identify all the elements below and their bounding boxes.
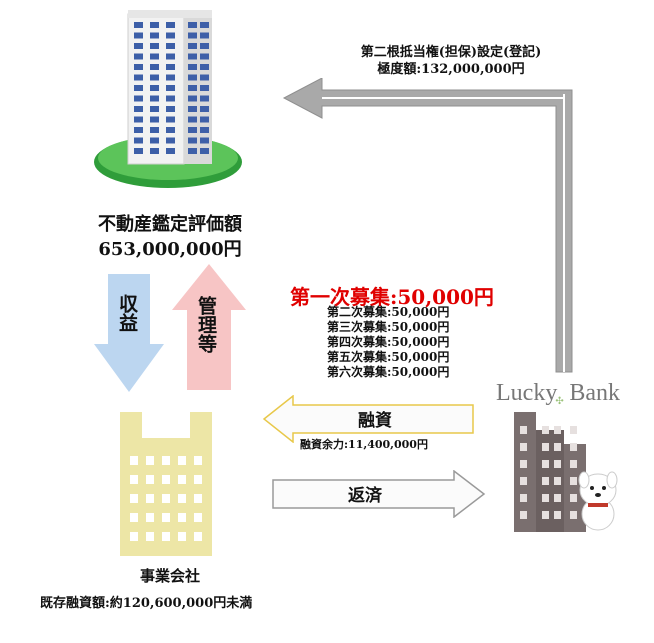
clover-icon: ✣ bbox=[555, 396, 564, 407]
recruitment-item: 第五次募集:50,000円 bbox=[327, 350, 450, 364]
financing-label: 融資 bbox=[358, 411, 392, 431]
financing-arrow bbox=[263, 395, 475, 443]
income-arrow bbox=[94, 274, 164, 394]
mortgage-arrow bbox=[282, 78, 586, 374]
recruitment-item: 第四次募集:50,000円 bbox=[327, 335, 450, 349]
second-mortgage-line2: 極度額:132,000,000円 bbox=[377, 62, 525, 77]
bank-name-part2: Bank bbox=[569, 380, 620, 406]
property-value: 653,000,000円 bbox=[98, 239, 242, 260]
management-arrow bbox=[172, 264, 246, 392]
dog-mascot-icon bbox=[576, 470, 620, 532]
property-building-illustration bbox=[88, 4, 248, 204]
second-mortgage-line1: 第二根抵当権(担保)設定(登記) bbox=[360, 45, 542, 60]
bank-name-part1: Lucky bbox=[496, 380, 558, 406]
repayment-arrow bbox=[272, 470, 486, 518]
company-existing-loan: 既存融資額:約120,600,000円未満 bbox=[40, 596, 253, 611]
repayment-label: 返済 bbox=[348, 486, 382, 506]
property-appraisal: 不動産鑑定評価額 653,000,000円 bbox=[60, 212, 280, 262]
bank-building-illustration bbox=[512, 410, 622, 534]
second-mortgage-label: 第二根抵当権(担保)設定(登記) 極度額:132,000,000円 bbox=[320, 44, 582, 78]
income-label: 収益 bbox=[116, 294, 138, 332]
recruitment-item: 第六次募集:50,000円 bbox=[327, 365, 450, 379]
company-name: 事業会社 bbox=[139, 567, 200, 585]
recruitment-others: 第二次募集:50,000円 第三次募集:50,000円 第四次募集:50,000… bbox=[327, 305, 449, 380]
bank-logo: Lucky✣ Bank bbox=[496, 376, 646, 407]
management-label: 管理等 bbox=[195, 296, 217, 353]
recruitment-first: 第一次募集:50,000円 bbox=[290, 285, 494, 309]
property-title: 不動産鑑定評価額 bbox=[98, 214, 242, 235]
recruitment-item: 第三次募集:50,000円 bbox=[327, 320, 450, 334]
financing-remaining: 融資余力:11,400,000円 bbox=[300, 438, 428, 451]
company-building-illustration bbox=[116, 410, 216, 558]
recruitment-item: 第二次募集:50,000円 bbox=[327, 305, 450, 319]
